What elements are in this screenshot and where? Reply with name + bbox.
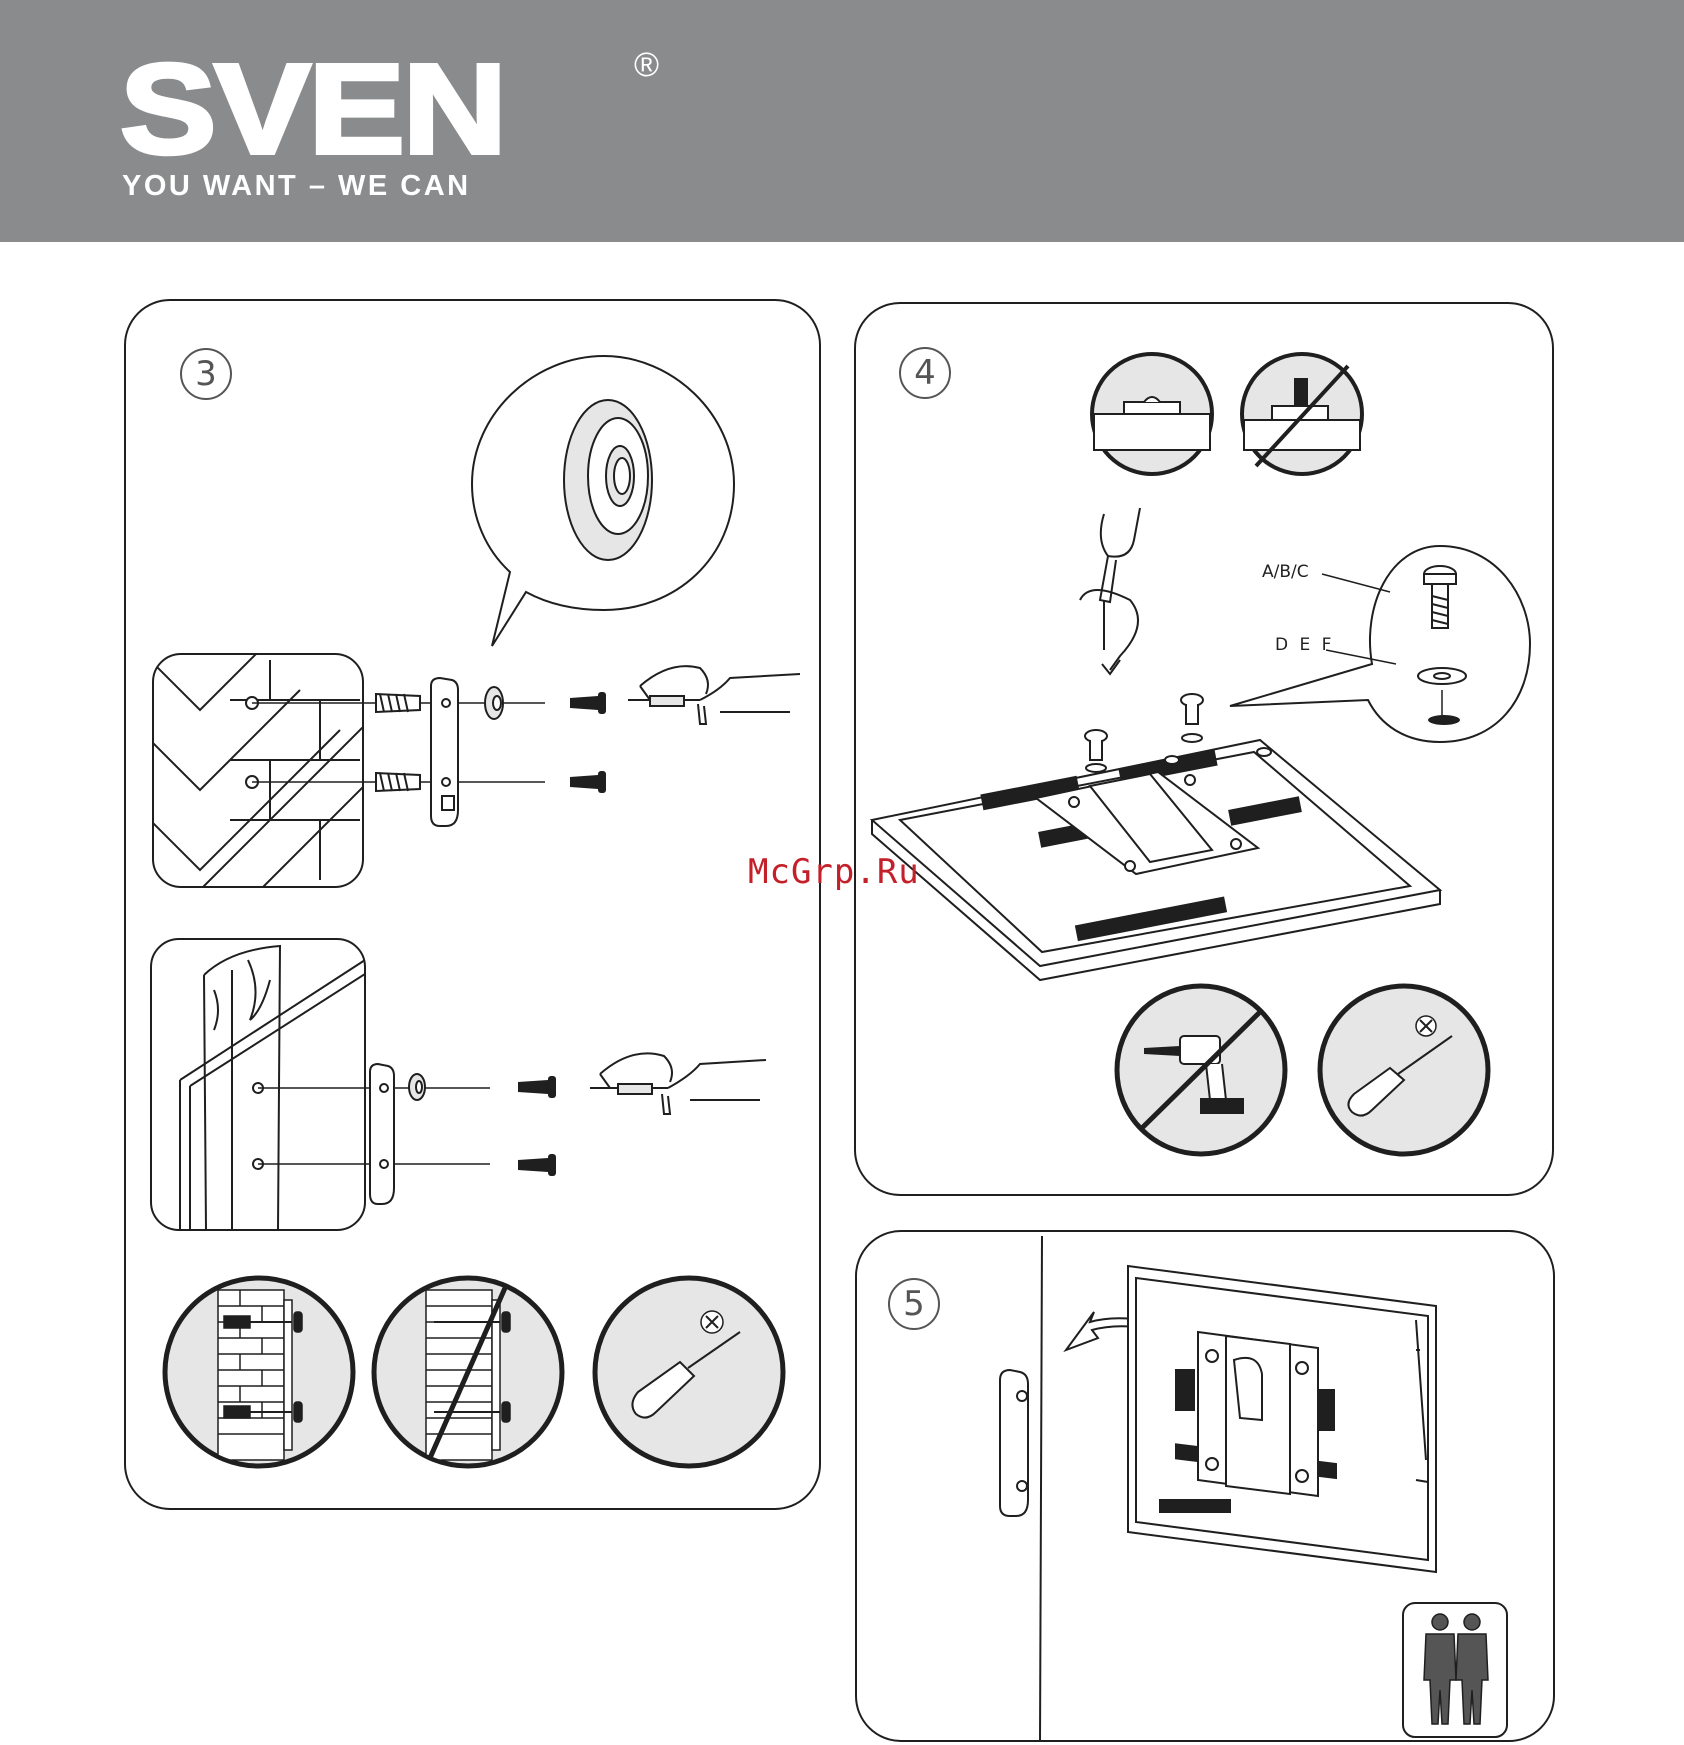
two-persons-icon xyxy=(1403,1603,1507,1737)
brick-wall-icon xyxy=(150,650,370,900)
vesa-plate-mounted-icon xyxy=(1198,1332,1318,1496)
drill-prohibited-icon xyxy=(1117,986,1285,1154)
brick-wall-correct-icon xyxy=(165,1278,353,1466)
wall-bracket-icon xyxy=(1000,1370,1028,1516)
step-3-number: 3 xyxy=(180,348,232,400)
screw-abc-label: A/B/C xyxy=(1262,562,1309,582)
screwdriver-allowed-icon xyxy=(1320,986,1488,1154)
washer-icon xyxy=(485,687,503,719)
hand-screwdriver-icon xyxy=(628,666,800,724)
screwdriver-icon xyxy=(595,1278,783,1466)
screw-icon xyxy=(570,692,606,793)
step-4-number: 4 xyxy=(899,347,951,399)
wall-line xyxy=(1040,1236,1042,1742)
step-5-number: 5 xyxy=(888,1278,940,1330)
tv-mounted-icon xyxy=(1128,1266,1436,1572)
wall-plug-icon xyxy=(376,694,420,791)
hand-screwdriver-wood-icon xyxy=(590,1053,766,1114)
watermark: McGrp.Ru xyxy=(748,852,920,892)
washer-closeup-icon xyxy=(564,400,652,560)
speech-bubble-zoom xyxy=(472,356,734,646)
flush-mount-correct-icon xyxy=(1092,354,1212,474)
mounting-bracket-wood-icon xyxy=(370,1064,425,1204)
hand-turning-screwdriver-icon xyxy=(1080,508,1140,674)
wood-wall-icon xyxy=(151,939,365,1230)
screw-wood-icon xyxy=(518,1076,556,1176)
washer-def-label: D E F xyxy=(1275,635,1334,655)
overtighten-prohibited-icon xyxy=(1242,354,1362,474)
mounting-bracket-icon xyxy=(431,678,458,826)
tv-back-icon xyxy=(872,694,1440,980)
brick-wall-incorrect-icon xyxy=(374,1278,562,1466)
